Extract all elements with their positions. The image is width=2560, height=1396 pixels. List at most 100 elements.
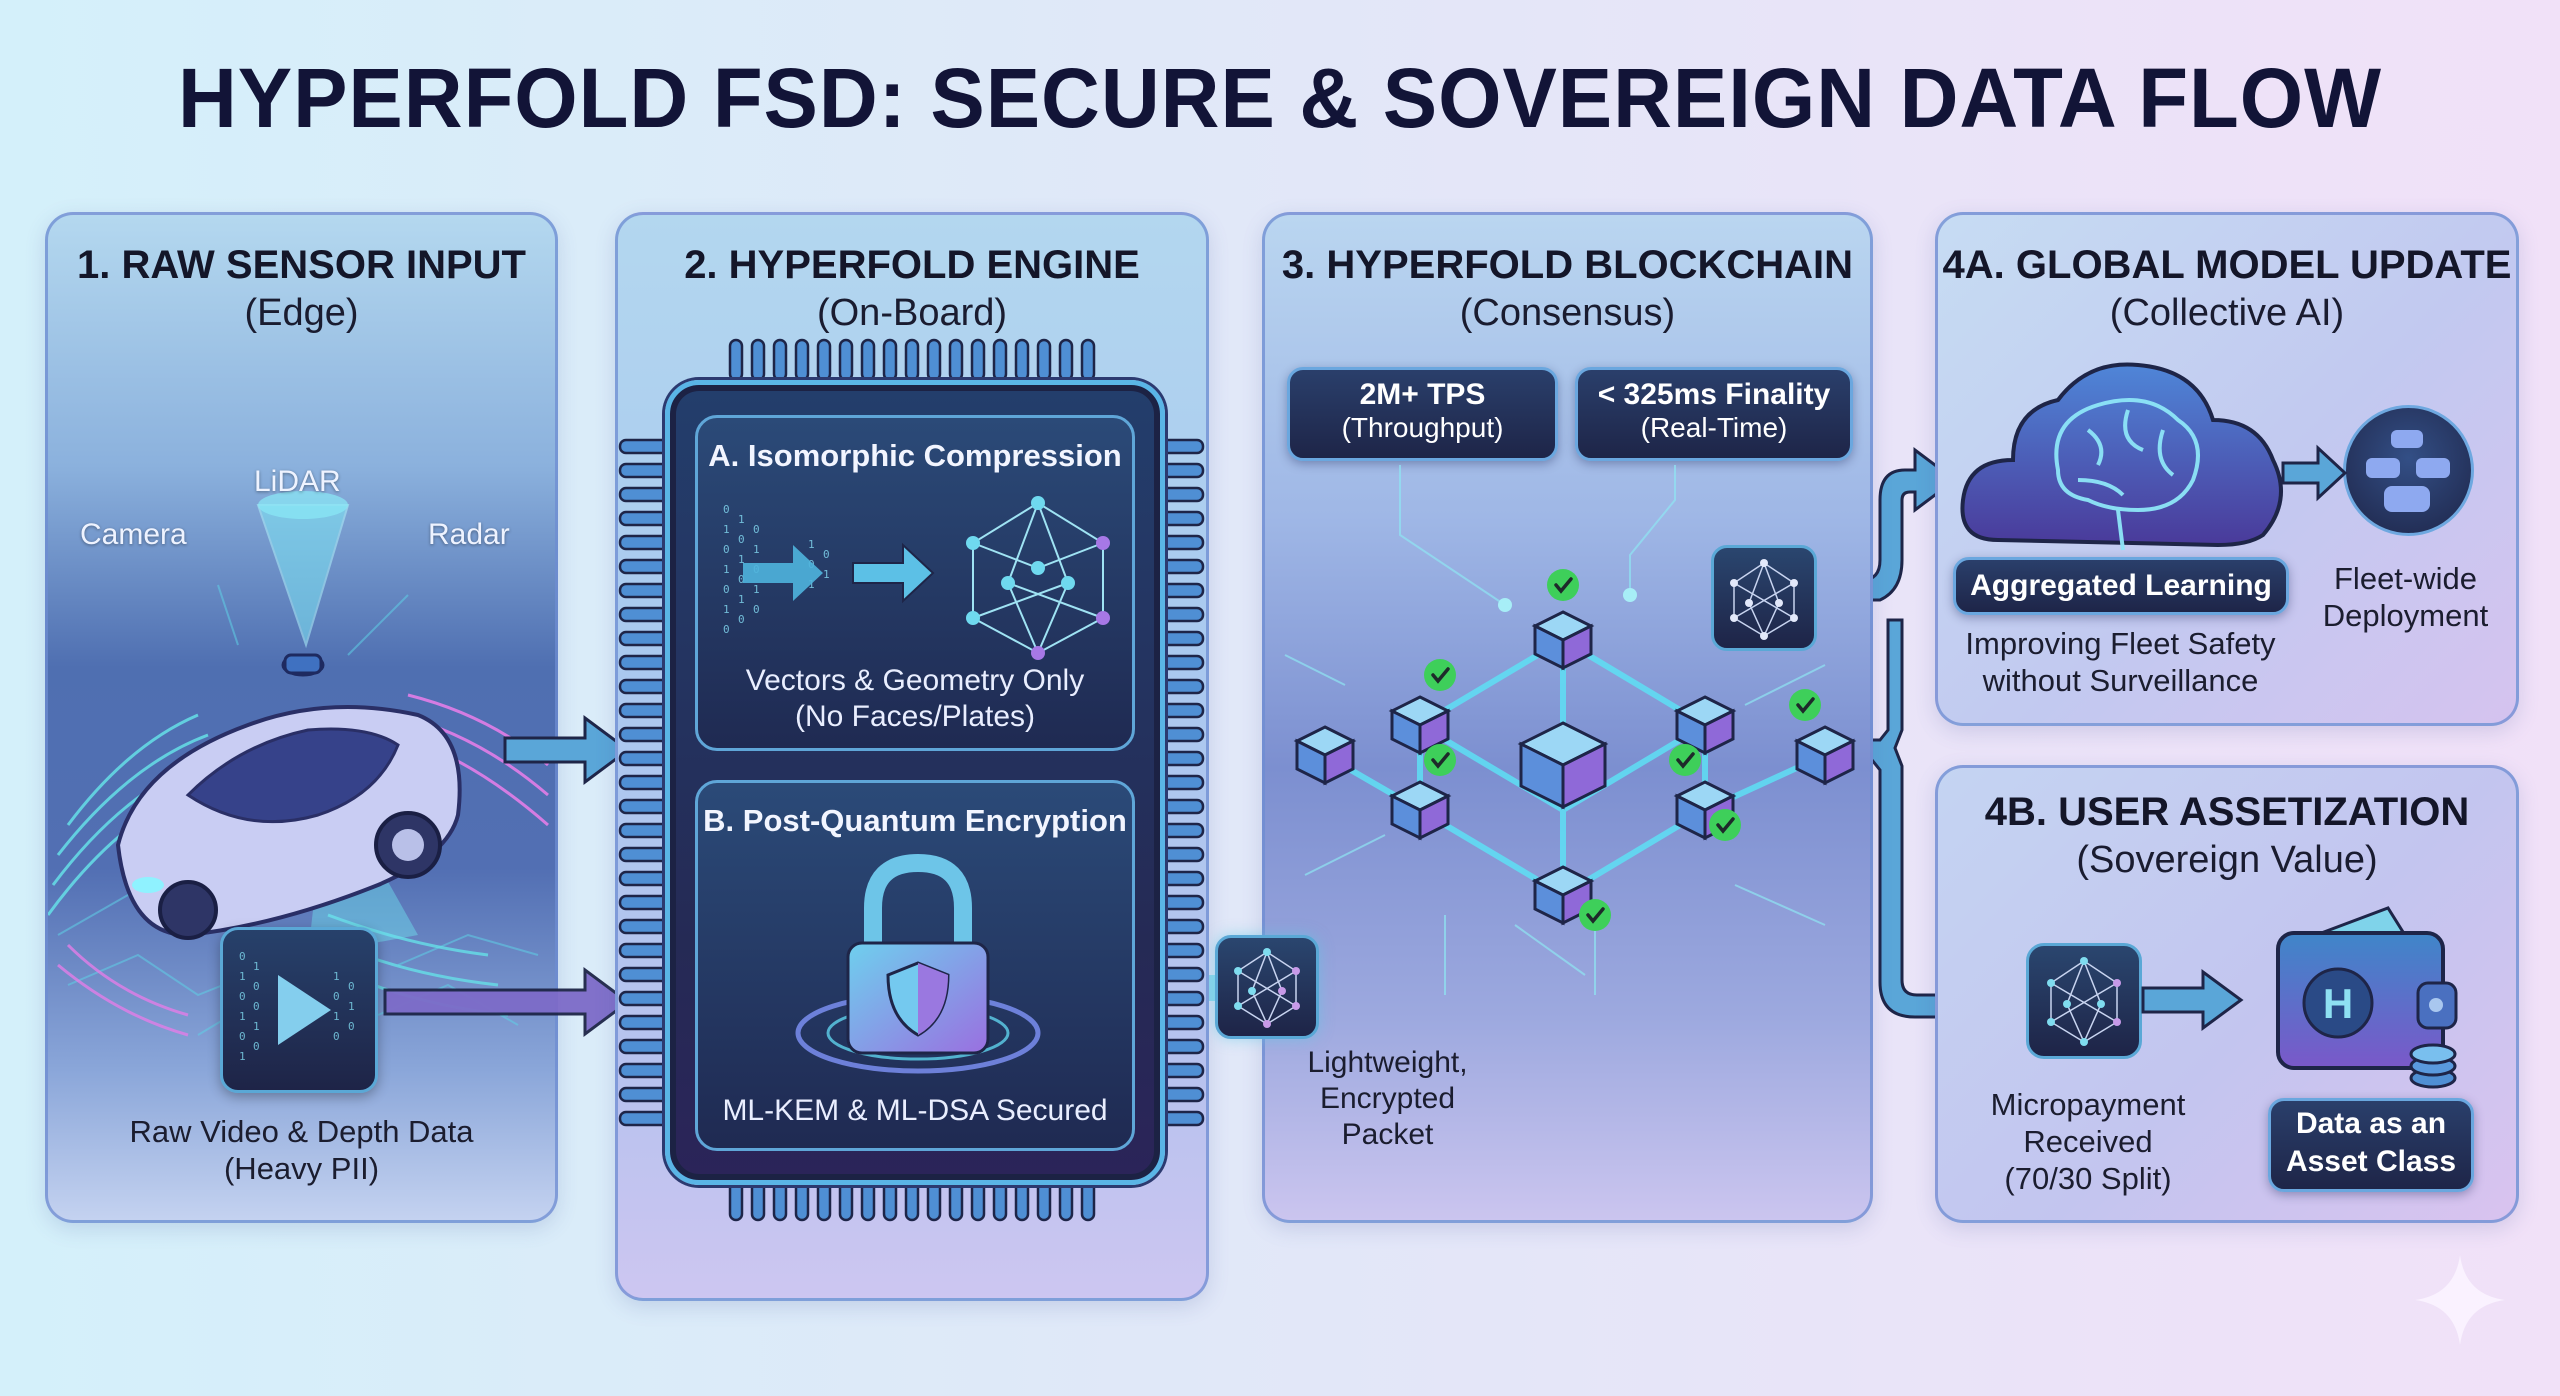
svg-text:0: 0 (253, 1040, 260, 1053)
encryption-module: B. Post-Quantum Encryption ML-KEM & ML-D… (695, 780, 1135, 1151)
blockchain-cube-icon (1793, 725, 1857, 786)
chip-pin (772, 338, 788, 382)
chip-pin (618, 870, 670, 887)
stat-throughput: 2M+ TPS (Throughput) (1287, 367, 1558, 461)
chip-pin (816, 338, 832, 382)
chip-pin (618, 774, 670, 791)
svg-text:1: 1 (348, 1000, 355, 1013)
checkmark-icon (1424, 659, 1456, 691)
chip-pin (728, 338, 744, 382)
panel-subheading: (Edge) (244, 292, 359, 334)
svg-text:1: 1 (723, 603, 730, 616)
svg-text:0: 0 (253, 980, 260, 993)
panel-subheading: (Sovereign Value) (2076, 839, 2378, 881)
chip-pin (772, 1178, 788, 1222)
blockchain-network (1284, 465, 1857, 995)
chip-pin (838, 1178, 854, 1222)
checkmark-icon (1669, 744, 1701, 776)
chip-pin (618, 1062, 670, 1079)
chip-pin (618, 1038, 670, 1055)
chip-pin (970, 338, 986, 382)
chip-pin (618, 486, 670, 503)
asset-class-badge: Data as an Asset Class (2268, 1098, 2474, 1192)
panel-heading: 1. RAW SENSOR INPUT (77, 243, 526, 287)
svg-text:0: 0 (738, 533, 745, 546)
chip-pin (1014, 338, 1030, 382)
chip-pin (882, 338, 898, 382)
chip-pin (618, 654, 670, 671)
aggregated-learning-badge: Aggregated Learning (1953, 557, 2289, 615)
blockchain-cube-icon (1388, 695, 1452, 756)
packet-caption: Lightweight, Encrypted Packet (1275, 1045, 1500, 1153)
svg-text:0: 0 (723, 503, 730, 516)
chip-pin (618, 1086, 670, 1103)
chip-pin (1036, 1178, 1052, 1222)
page-title: HYPERFOLD FSD: SECURE & SOVEREIGN DATA F… (177, 51, 2382, 145)
chip-pin (618, 942, 670, 959)
chip-pin (618, 630, 670, 647)
svg-text:1: 1 (753, 583, 760, 596)
chip-pin (992, 1178, 1008, 1222)
svg-text:0: 0 (239, 950, 246, 963)
chip-pin (618, 438, 670, 455)
chip-pin (970, 1178, 986, 1222)
svg-text:1: 1 (738, 593, 745, 606)
svg-text:1: 1 (239, 1050, 246, 1063)
stat-label: (Throughput) (1341, 412, 1504, 443)
network-polyhedron-icon (1711, 545, 1817, 651)
chip-pin (618, 990, 670, 1007)
panel-heading: 2. HYPERFOLD ENGINE (684, 243, 1140, 287)
arrow-video-to-engine (383, 967, 631, 1037)
blockchain-cube-icon (1388, 780, 1452, 841)
chip-pin (948, 1178, 964, 1222)
chip-pin (750, 1178, 766, 1222)
chip-pin (1080, 1178, 1096, 1222)
chip-pin (992, 338, 1008, 382)
caption-line: Improving Fleet Safety (1965, 626, 2276, 661)
svg-text:1: 1 (239, 1010, 246, 1023)
panel-heading: 4A. GLOBAL MODEL UPDATE (1942, 243, 2512, 287)
chip-pin (794, 1178, 810, 1222)
fleet-deployment-caption: Fleet-wide Deployment (2303, 560, 2508, 634)
compression-arrow (852, 542, 935, 604)
chip-pin (948, 338, 964, 382)
arrow-to-wallet-icon (2141, 969, 2244, 1031)
caption-line: Vectors & Geometry Only (745, 664, 1085, 697)
chip-pin (1080, 338, 1096, 382)
chip-pin (1058, 1178, 1074, 1222)
chip-pin (860, 1178, 876, 1222)
blockchain-cube-icon (1673, 695, 1737, 756)
chip-pin (618, 606, 670, 623)
panel-subheading: (On-Board) (816, 292, 1008, 334)
checkmark-icon (1789, 689, 1821, 721)
global-model-caption: Improving Fleet Safety without Surveilla… (1938, 625, 2303, 699)
chip-pin (618, 966, 670, 983)
chip-pin (618, 1110, 670, 1127)
panel-hyperfold-blockchain: 3. HYPERFOLD BLOCKCHAIN (Consensus) 2M+ … (1262, 212, 1873, 1223)
svg-text:0: 0 (738, 613, 745, 626)
fleet-cars-icon (2343, 405, 2474, 536)
chip-pin (838, 338, 854, 382)
chip-pin (618, 918, 670, 935)
chip-pin (728, 1178, 744, 1222)
sparkle-icon (2415, 1255, 2505, 1345)
chip-pin (816, 1178, 832, 1222)
chip-pin (1036, 338, 1052, 382)
brain-cloud-icon (1960, 362, 2283, 551)
caption-line: Raw Video & Depth Data (129, 1114, 474, 1149)
badge-line: Asset Class (2285, 1145, 2457, 1178)
caption-line: (70/30 Split) (2004, 1161, 2172, 1197)
lidar-label: LiDAR (254, 465, 341, 498)
panel-global-model-update: 4A. GLOBAL MODEL UPDATE (Collective AI) … (1935, 212, 2519, 726)
caption-line: Fleet-wide (2334, 561, 2477, 596)
blockchain-cube-icon (1531, 610, 1595, 671)
caption-line: Lightweight, (1307, 1046, 1468, 1079)
chip-pin (618, 750, 670, 767)
caption-line: Micropayment (1990, 1087, 2186, 1122)
svg-text:1: 1 (333, 1010, 340, 1023)
arrow-to-fleet-icon (2281, 444, 2348, 502)
wallet-logo: H (2323, 980, 2353, 1027)
chip-pin (618, 462, 670, 479)
